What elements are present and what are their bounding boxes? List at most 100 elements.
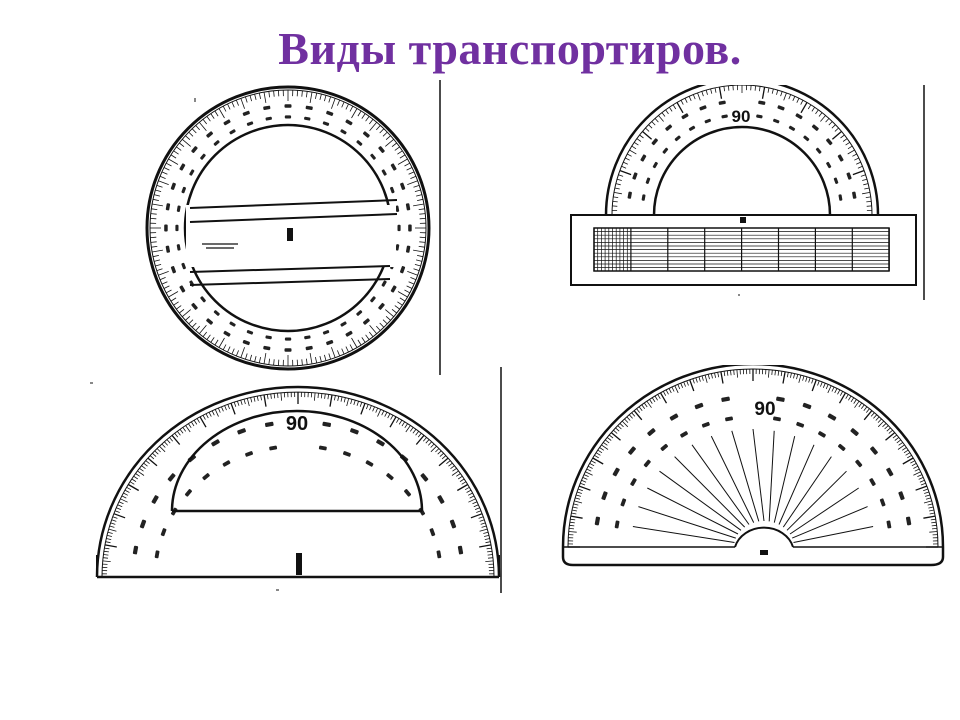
scale-tick	[121, 495, 127, 499]
scale-tick	[372, 406, 375, 412]
scale-tick	[409, 427, 414, 432]
scale-tick	[166, 289, 172, 294]
scale-number-mark	[699, 105, 707, 111]
scale-number-mark	[620, 498, 627, 507]
scale-tick	[717, 372, 720, 378]
scale-tick	[485, 541, 491, 544]
scale-number-mark	[284, 115, 292, 119]
scale-number-mark	[395, 244, 400, 251]
scale-tick	[865, 196, 871, 198]
scale-tick	[158, 271, 169, 276]
scale-tick	[324, 95, 327, 102]
scale-tick	[417, 198, 424, 201]
scale-tick	[230, 402, 236, 415]
scale-tick	[182, 309, 191, 318]
scale-tick	[580, 482, 586, 486]
scale-tick	[179, 142, 185, 148]
scale-number-mark	[632, 172, 638, 180]
scale-number-mark	[386, 473, 394, 481]
scale-tick	[391, 142, 397, 148]
scale-number-mark	[229, 321, 236, 327]
scale-tick	[619, 423, 624, 428]
scale-tick	[907, 454, 912, 459]
scale-tick	[677, 384, 681, 390]
scale-tick	[419, 213, 426, 215]
scale-tick	[827, 385, 832, 394]
scale-tick	[206, 116, 211, 122]
scale-tick	[658, 115, 664, 122]
scale-number-mark	[350, 428, 359, 435]
scale-tick	[179, 308, 185, 314]
scale-tick	[205, 413, 209, 419]
scale-tick	[710, 88, 713, 94]
scale-tick	[379, 128, 385, 134]
scale-tick	[913, 471, 921, 476]
scale-tick	[171, 434, 181, 445]
semicircle-protractor-radial-lines-drawing: 90	[561, 365, 945, 567]
scale-tick	[218, 108, 225, 119]
scale-number-mark	[669, 413, 679, 421]
scale-tick	[417, 432, 422, 438]
scale-tick	[235, 350, 239, 357]
scale-tick	[249, 95, 252, 102]
scale-tick	[698, 376, 701, 382]
scale-tick	[159, 175, 166, 179]
scale-tick	[902, 457, 914, 465]
scale-tick	[649, 399, 653, 404]
scale-number-mark	[846, 172, 852, 180]
scale-tick	[840, 134, 845, 139]
scale-tick	[254, 355, 257, 363]
scale-tick	[771, 369, 773, 375]
scale-tick	[828, 121, 833, 126]
scale-tick	[397, 291, 408, 298]
scale-tick	[309, 92, 313, 103]
scale-tick	[802, 375, 805, 381]
scale-tick	[661, 112, 666, 117]
scale-tick	[375, 407, 379, 413]
scale-number-mark	[304, 116, 311, 121]
scale-tick	[159, 445, 166, 453]
scale-tick	[164, 441, 168, 446]
scale-tick	[404, 162, 410, 167]
scale-tick	[218, 337, 225, 348]
scale-tick	[476, 510, 482, 513]
scale-tick	[714, 372, 716, 378]
scale-tick	[369, 405, 372, 411]
scale-tick	[137, 470, 145, 476]
scale-tick	[569, 524, 575, 527]
scale-tick	[848, 395, 852, 401]
scale-number-mark	[284, 104, 292, 108]
scale-number-mark	[694, 402, 704, 410]
scale-tick	[428, 441, 432, 446]
scale-tick	[723, 371, 726, 377]
scale-tick	[418, 246, 425, 248]
scale-tick	[771, 88, 774, 94]
scale-tick	[227, 103, 231, 110]
scale-number-mark	[160, 528, 167, 537]
scale-number-mark	[342, 451, 351, 457]
scale-tick	[169, 437, 174, 442]
scale-tick	[870, 412, 875, 417]
scale-tick	[152, 203, 163, 207]
scale-tick	[850, 397, 855, 403]
scale-tick	[340, 396, 343, 402]
scale-tick	[273, 359, 275, 366]
scale-tick	[919, 479, 925, 483]
scale-tick	[331, 98, 336, 109]
scale-tick	[143, 462, 148, 467]
radial-guide-line	[782, 456, 832, 528]
scale-tick	[116, 507, 122, 510]
radial-guide-line	[778, 444, 815, 525]
scale-tick	[438, 457, 449, 467]
scale-tick	[345, 346, 349, 353]
scale-tick	[621, 420, 629, 428]
scale-tick	[412, 429, 417, 434]
scale-tick	[231, 101, 235, 108]
scale-tick	[156, 185, 163, 188]
scale-tick	[601, 444, 609, 450]
scale-number-mark	[420, 473, 429, 482]
scale-tick	[759, 86, 761, 92]
scale-number-mark	[154, 550, 160, 559]
scale-tick	[158, 180, 169, 185]
scale-number-mark	[852, 191, 857, 199]
